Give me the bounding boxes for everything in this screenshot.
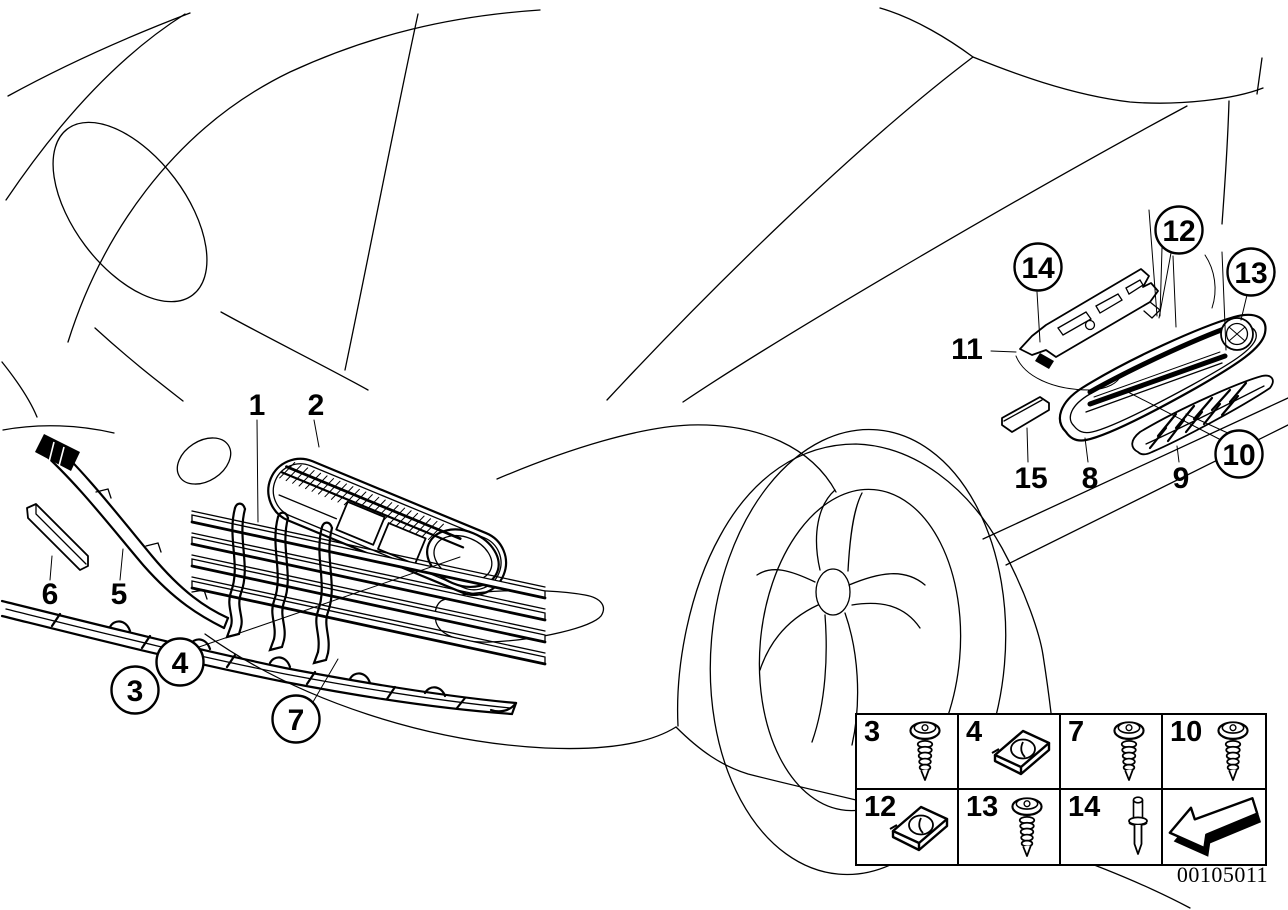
svg-text:4: 4 bbox=[172, 647, 189, 680]
legend-item-4[interactable]: 4 bbox=[959, 715, 1061, 790]
torx-screw-icon bbox=[1217, 721, 1249, 782]
speed-nut-clip-icon bbox=[991, 730, 1051, 776]
torx-screw-icon bbox=[1011, 797, 1043, 857]
headlight-outline bbox=[52, 121, 208, 303]
trim-strip-part-6[interactable] bbox=[26, 503, 89, 571]
svg-text:11: 11 bbox=[951, 333, 983, 366]
callout-1[interactable]: 1 bbox=[249, 389, 266, 422]
svg-text:9: 9 bbox=[1173, 462, 1190, 495]
svg-text:15: 15 bbox=[1014, 462, 1047, 495]
grille-strap bbox=[225, 502, 247, 639]
legend-item-number: 12 bbox=[864, 790, 897, 823]
callout-3[interactable]: 3 bbox=[110, 665, 160, 715]
legend-item-3[interactable]: 3 bbox=[857, 715, 959, 790]
vent-chrome-slat-part-10[interactable] bbox=[1085, 351, 1228, 413]
legend-item-number: 4 bbox=[966, 716, 983, 748]
callout-11[interactable]: 11 bbox=[951, 333, 983, 366]
svg-text:3: 3 bbox=[127, 675, 144, 708]
callout-10[interactable]: 10 bbox=[1214, 429, 1264, 479]
callouts: 1 2 5 6 8 9 11 15 3 4 7 10 12 bbox=[42, 205, 1276, 744]
figure-number: 00105011 bbox=[1176, 862, 1268, 887]
legend-item-number: 14 bbox=[1068, 790, 1101, 823]
svg-text:6: 6 bbox=[42, 578, 59, 611]
bumper-trim-strip-part-5[interactable] bbox=[35, 434, 230, 630]
legend-item-direction[interactable] bbox=[1163, 790, 1265, 865]
grille-strap bbox=[268, 511, 290, 652]
bmw-roundel-emblem bbox=[1220, 317, 1254, 351]
fastener-legend-table: 3 4 7 bbox=[855, 713, 1267, 866]
legend-item-10[interactable]: 10 bbox=[1163, 715, 1265, 790]
svg-text:13: 13 bbox=[1234, 257, 1267, 290]
callout-5[interactable]: 5 bbox=[111, 578, 128, 611]
callout-14[interactable]: 14 bbox=[1013, 242, 1063, 292]
vent-bracket-part-11[interactable] bbox=[1019, 268, 1161, 369]
callout-6[interactable]: 6 bbox=[42, 578, 59, 611]
callout-9[interactable]: 9 bbox=[1173, 462, 1190, 495]
svg-text:7: 7 bbox=[288, 704, 305, 737]
callout-13[interactable]: 13 bbox=[1226, 247, 1276, 297]
vent-grille-insert-part-9[interactable] bbox=[1131, 374, 1274, 456]
callout-7[interactable]: 7 bbox=[271, 694, 321, 744]
svg-text:12: 12 bbox=[1162, 215, 1195, 248]
callout-8[interactable]: 8 bbox=[1082, 462, 1099, 495]
legend-item-7[interactable]: 7 bbox=[1061, 715, 1163, 790]
svg-text:14: 14 bbox=[1021, 252, 1055, 285]
callout-15[interactable]: 15 bbox=[1014, 462, 1047, 495]
svg-text:8: 8 bbox=[1082, 462, 1099, 495]
legend-item-14[interactable]: 14 bbox=[1061, 789, 1163, 864]
grille-strap bbox=[312, 521, 334, 665]
svg-text:2: 2 bbox=[308, 389, 325, 422]
lower-bumper-strip[interactable] bbox=[0, 599, 518, 716]
svg-text:5: 5 bbox=[111, 578, 128, 611]
callout-2[interactable]: 2 bbox=[308, 389, 325, 422]
speed-nut-clip-icon bbox=[889, 805, 949, 851]
leader-lines bbox=[49, 252, 1248, 703]
front-wheel bbox=[709, 428, 1007, 876]
center-grille-part-1[interactable] bbox=[190, 502, 547, 666]
torx-screw-icon bbox=[1113, 721, 1145, 782]
legend-item-number: 10 bbox=[1170, 716, 1203, 748]
vent-strip-part-15[interactable] bbox=[1001, 396, 1050, 433]
torx-screw-icon bbox=[909, 721, 941, 782]
legend-item-12[interactable]: 12 bbox=[857, 789, 959, 864]
svg-text:10: 10 bbox=[1222, 439, 1255, 472]
fender-vent-assembly bbox=[1001, 209, 1274, 456]
legend-item-number: 13 bbox=[966, 790, 999, 823]
legend-item-number: 7 bbox=[1068, 716, 1085, 748]
callout-12[interactable]: 12 bbox=[1154, 205, 1204, 255]
svg-text:1: 1 bbox=[249, 389, 266, 422]
callout-4[interactable]: 4 bbox=[155, 637, 205, 687]
legend-item-13[interactable]: 13 bbox=[959, 789, 1061, 864]
direction-arrow-icon bbox=[1168, 796, 1262, 857]
car-body-outline bbox=[1, 7, 1288, 909]
legend-item-number: 3 bbox=[864, 716, 881, 748]
side-grille-part-2[interactable] bbox=[259, 449, 516, 605]
blind-rivet-icon bbox=[1128, 796, 1148, 855]
